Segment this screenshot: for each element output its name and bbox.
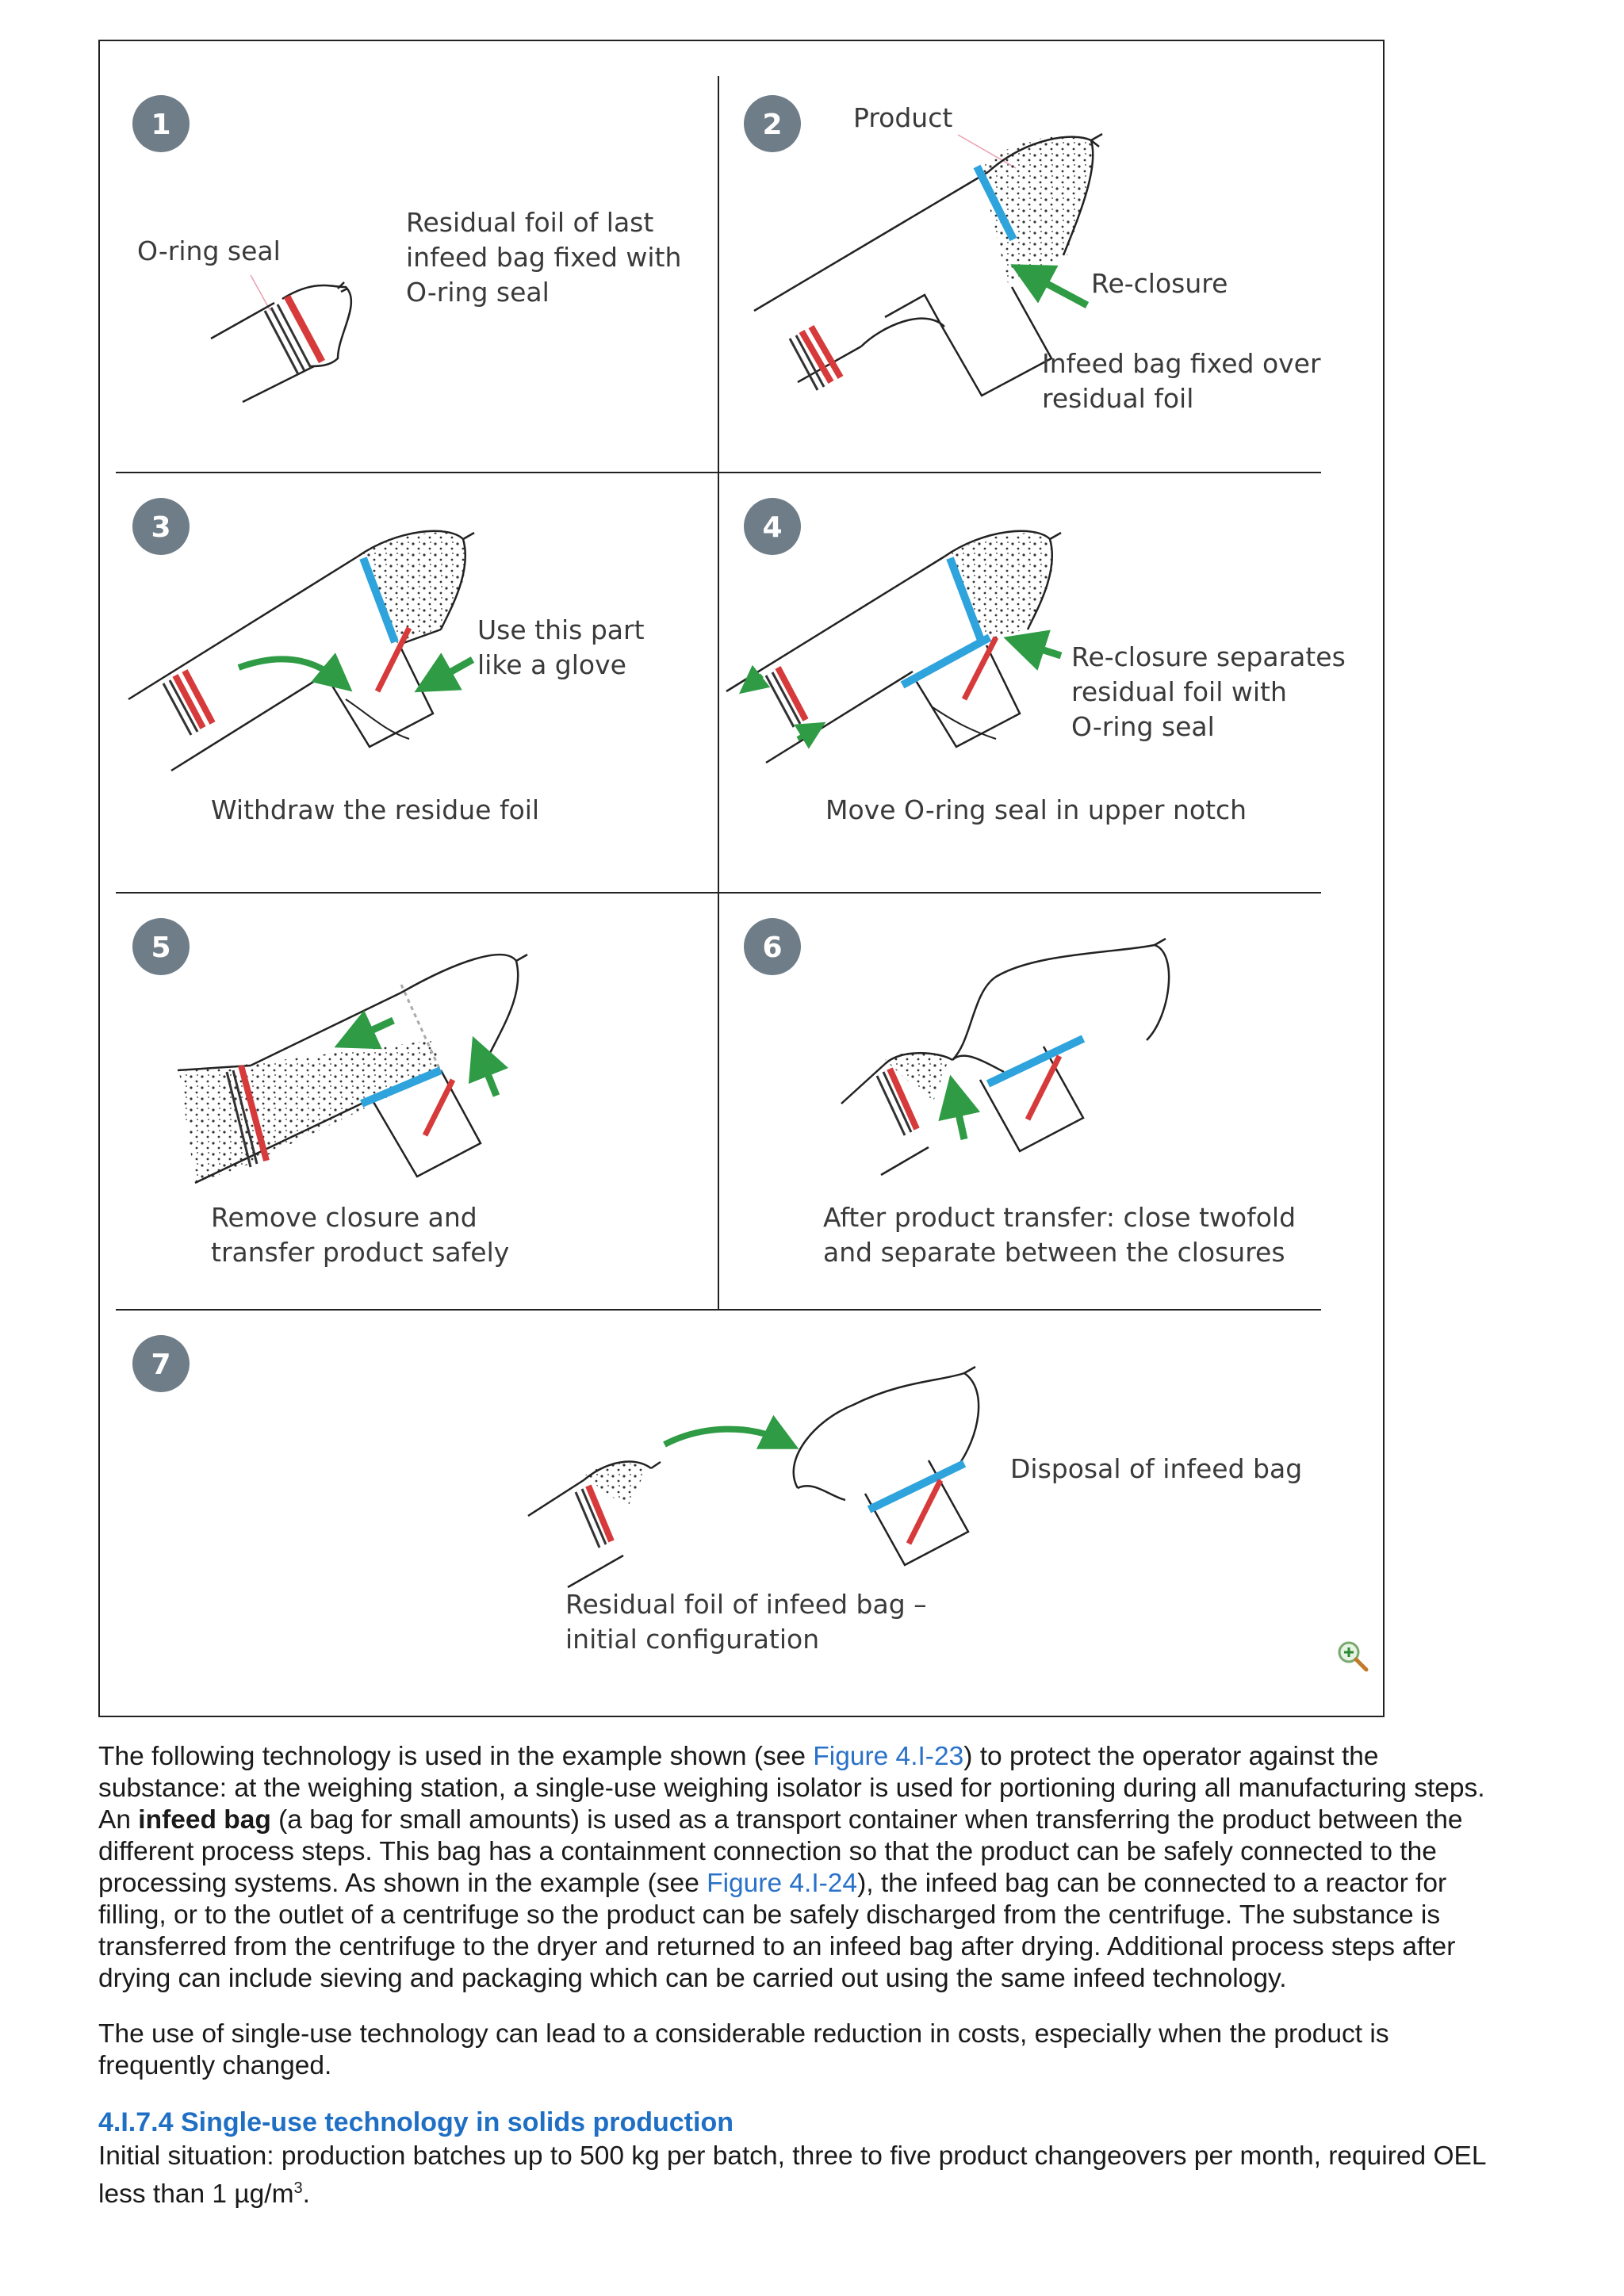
residual-initial-line2: initial configuration	[565, 1624, 819, 1655]
step-badge-5	[132, 918, 190, 975]
infeed-bag-term: infeed bag	[138, 1805, 271, 1835]
p3-line-2: less than 1 µg/m	[98, 2179, 294, 2210]
reclosure-separates-line2: residual foil with	[1071, 676, 1287, 707]
step-number-2: 2	[762, 109, 782, 141]
infeed-fixed-line2: residual foil	[1042, 383, 1193, 414]
p2-line-1: The use of single-use technology can lea…	[98, 2019, 1389, 2049]
disposal-label: Disposal of infeed bag	[1010, 1453, 1302, 1484]
p1-line-6: filling, or to the outlet of a centrifug…	[98, 1900, 1441, 1930]
section-heading: 4.I.7.4 Single-use technology in solids …	[98, 2107, 733, 2137]
residual-initial-line1: Residual foil of infeed bag –	[565, 1589, 927, 1620]
use-glove-line1: Use this part	[477, 614, 645, 645]
step-number-1: 1	[151, 109, 170, 141]
p1-text-5: processing systems. As shown in the exam…	[98, 1869, 707, 1898]
p3-period: .	[302, 2179, 310, 2210]
residual-foil-line2: infeed bag fixed with	[406, 242, 681, 273]
superscript-3: 3	[293, 2179, 303, 2197]
step-badge-3	[132, 498, 190, 555]
remove-closure-line2: transfer product safely	[211, 1237, 509, 1268]
p3-line-1: Initial situation: production batches up…	[98, 2141, 1487, 2171]
p1-text-1: The following technology is used in the …	[98, 1742, 814, 1771]
after-transfer-line2: and separate between the closures	[823, 1237, 1285, 1268]
o-ring-label: O-ring seal	[137, 235, 281, 266]
reclosure-separates-line3: O-ring seal	[1071, 711, 1215, 742]
p1-text-6: ), the infeed bag can be connected to a …	[857, 1869, 1447, 1898]
step-badge-4	[744, 498, 801, 555]
body-paragraph-1: The following technology is used in the …	[98, 1741, 1542, 1995]
residual-foil-line1: Residual foil of last	[406, 207, 653, 238]
step-number-7: 7	[151, 1349, 170, 1381]
p1-text-2: ) to protect the operator against the	[963, 1742, 1379, 1771]
move-o-ring-caption: Move O-ring seal in upper notch	[825, 794, 1247, 825]
use-glove-line2: like a glove	[477, 649, 626, 680]
figure-drawing: 1 O-ring seal Residual foil of last infe…	[116, 76, 1369, 1672]
panel-1: 1 O-ring seal Residual foil of last infe…	[132, 95, 681, 404]
step-number-3: 3	[151, 511, 170, 544]
p1-line-7: transferred from the centrifuge to the d…	[98, 1932, 1456, 1961]
remove-closure-line1: Remove closure and	[211, 1202, 477, 1233]
panel-5: 5 Remove closure and transfer product sa…	[132, 918, 528, 1268]
step-number-4: 4	[762, 511, 782, 544]
p1-line-8: drying can include sieving and packaging…	[98, 1964, 1287, 1993]
panel-4: 4 Re-closure separates residual foil wit…	[726, 498, 1346, 825]
step-number-6: 6	[762, 932, 782, 964]
process-figure: 1 O-ring seal Residual foil of last infe…	[98, 40, 1385, 1717]
zoom-in-icon[interactable]	[1338, 1641, 1369, 1672]
p1-line-4: different process steps. This bag has a …	[98, 1837, 1437, 1866]
body-paragraph-3: Initial situation: production batches up…	[98, 2141, 1542, 2210]
p1-line-2: substance: at the weighing station, a si…	[98, 1774, 1485, 1803]
step-badge-2	[744, 95, 801, 152]
step-badge-7	[132, 1335, 190, 1392]
after-transfer-line1: After product transfer: close twofold	[823, 1202, 1296, 1233]
step-badge-6	[744, 918, 801, 975]
withdraw-foil-caption: Withdraw the residue foil	[211, 794, 539, 825]
panel-3: 3 Use this part like a glove Withdraw th…	[128, 498, 645, 825]
residual-foil-line3: O-ring seal	[406, 277, 550, 308]
panel-dividers	[116, 76, 1321, 1311]
infeed-fixed-line1: Infeed bag fixed over	[1042, 348, 1321, 379]
figure-link-4-i-23[interactable]: Figure 4.I-23	[813, 1742, 964, 1771]
figure-link-4-i-24[interactable]: Figure 4.I-24	[707, 1869, 858, 1898]
product-label: Product	[853, 102, 952, 133]
reclosure-label: Re-closure	[1091, 268, 1228, 299]
p2-line-2: frequently changed.	[98, 2051, 332, 2080]
step-badge-1	[132, 95, 190, 152]
reclosure-separates-line1: Re-closure separates	[1071, 641, 1346, 672]
p1-text-3: An	[98, 1805, 139, 1835]
body-paragraph-2: The use of single-use technology can lea…	[98, 2019, 1542, 2082]
p1-text-4: (a bag for small amounts) is used as a t…	[270, 1805, 1463, 1835]
panel-2: 2 Product Re-closure Infeed bag fixed ov…	[744, 95, 1321, 414]
panel-7: 7 Disposal of infeed bag Residual foil o…	[132, 1335, 1302, 1655]
panel-6: 6 After product transfer: close twofold …	[744, 918, 1296, 1268]
step-number-5: 5	[151, 932, 170, 964]
